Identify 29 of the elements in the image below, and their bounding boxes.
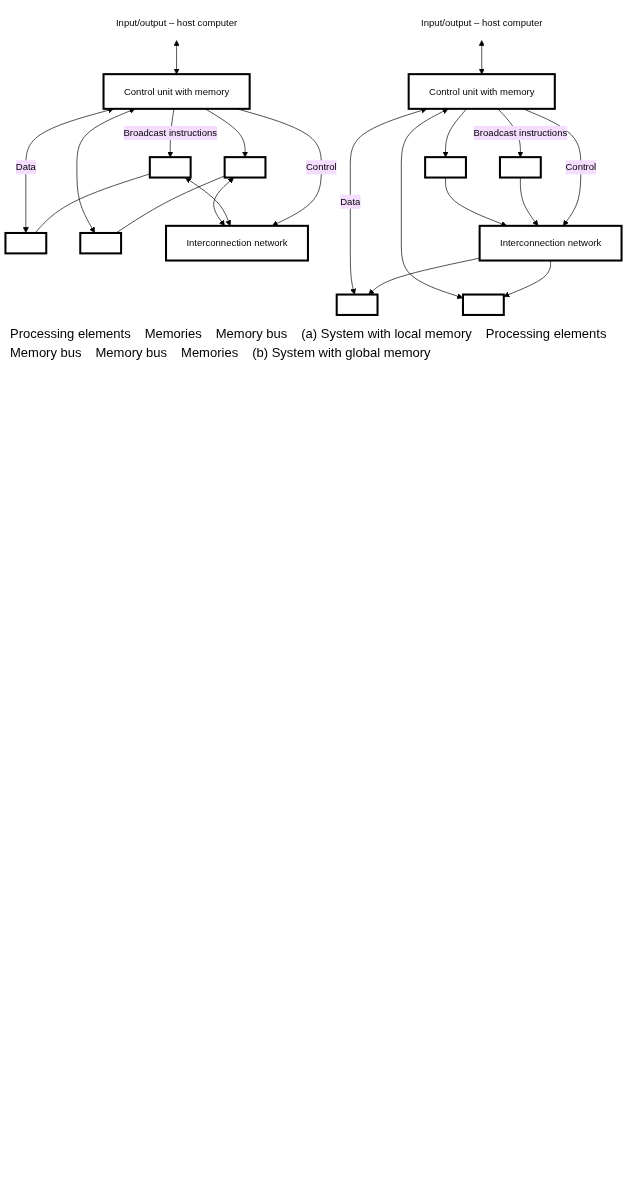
node-box xyxy=(498,156,542,179)
edge-label: Broadcast instructions xyxy=(473,127,568,139)
node-box: Control unit with memory xyxy=(102,73,251,110)
node-text: Input/output – host computer xyxy=(115,17,238,28)
node-box xyxy=(4,231,48,255)
edge-label: Broadcast instructions xyxy=(123,127,218,139)
node-text: Input/output – host computer xyxy=(421,17,543,28)
node-box xyxy=(223,156,267,179)
annotation-text: Processing elements xyxy=(10,326,131,342)
annotation-text: Memories xyxy=(144,326,202,342)
edge-label: Data xyxy=(340,195,361,207)
node-box: Interconnection network xyxy=(478,224,623,262)
annotation-text: Processing elements xyxy=(485,326,607,342)
annotation-text: Memory bus xyxy=(95,345,168,361)
annotation-text: Memories xyxy=(181,345,239,361)
node-box xyxy=(335,293,379,316)
node-box xyxy=(424,156,467,179)
annotation-text: (a) System with local memory xyxy=(301,326,472,342)
annotation-text: (b) System with global memory xyxy=(252,345,431,361)
node-box: Interconnection network xyxy=(165,224,309,262)
node-box xyxy=(148,156,192,179)
edge-label: Control xyxy=(565,161,597,173)
node-box xyxy=(79,231,123,255)
edge-label: Control xyxy=(306,161,337,173)
annotation-text: Memory bus xyxy=(215,326,288,342)
edge-label: Data xyxy=(15,161,36,173)
node-box: Control unit with memory xyxy=(407,73,556,110)
annotation-text: Memory bus xyxy=(10,345,82,361)
node-box xyxy=(461,293,505,316)
